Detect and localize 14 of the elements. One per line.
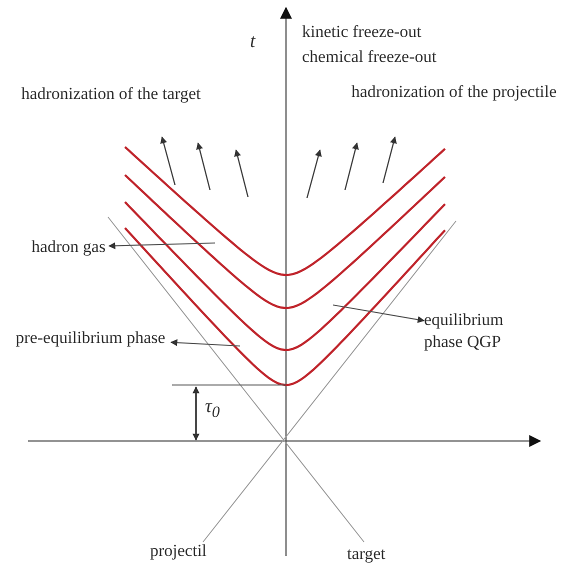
annotation-text: projectil xyxy=(150,540,208,562)
axis-label: τ$_{0}$ xyxy=(205,395,221,423)
region-label: hadron gas xyxy=(28,236,109,258)
annotation-text: kinetic freeze-out xyxy=(302,21,422,43)
leader-line xyxy=(170,339,240,347)
annotation-text: target xyxy=(347,543,386,565)
annotation-text: hadronization of the target xyxy=(20,83,202,105)
leader-line xyxy=(332,304,425,324)
leader-line xyxy=(108,242,216,250)
axis-label: t xyxy=(250,30,256,54)
annotation-text: hadronization of the projectile xyxy=(350,81,558,103)
annotation-text: chemical freeze-out xyxy=(302,46,438,68)
region-label: pre-equilibrium phase xyxy=(10,327,171,350)
region-label: equilibrium phase QGP xyxy=(424,309,545,354)
